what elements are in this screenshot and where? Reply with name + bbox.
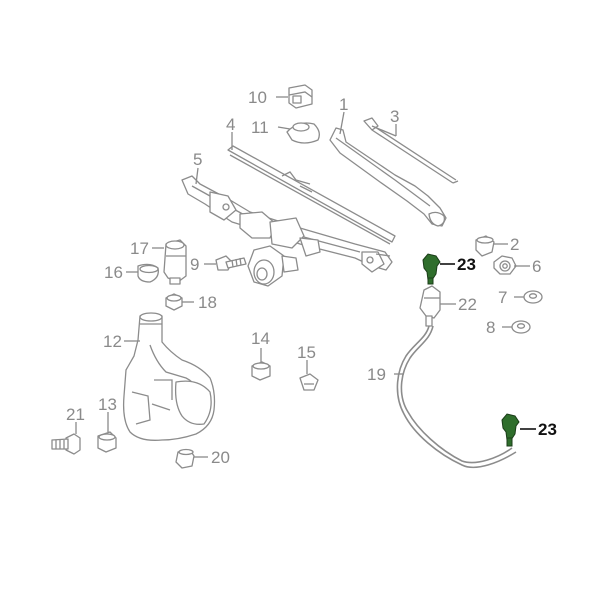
callout-19: 19 xyxy=(367,365,386,384)
part-9-bolt xyxy=(215,255,247,271)
part-12-washer-reservoir xyxy=(122,312,216,441)
callout-4: 4 xyxy=(226,115,235,134)
part-14-screw xyxy=(251,361,271,381)
callout-12: 12 xyxy=(103,332,122,351)
callout-22: 22 xyxy=(458,295,477,314)
part-6-nut xyxy=(493,255,517,275)
part-21-bolt xyxy=(51,433,81,455)
callout-11: 11 xyxy=(251,118,269,137)
part-1-wiper-arm xyxy=(329,127,447,227)
part-17-washer-pump xyxy=(163,239,187,285)
callout-18: 18 xyxy=(198,293,217,312)
callout-7: 7 xyxy=(498,288,507,307)
leader-lines xyxy=(75,96,536,458)
part-15-push-clip xyxy=(299,373,319,391)
callout-14: 14 xyxy=(251,329,270,348)
callout-23-lower: 23 xyxy=(538,420,557,439)
part-20-cap xyxy=(175,448,195,469)
callout-2: 2 xyxy=(510,235,519,254)
callout-16: 16 xyxy=(104,263,123,282)
callout-13: 13 xyxy=(98,395,117,414)
part-11-cap xyxy=(286,122,320,144)
callout-15: 15 xyxy=(297,343,316,362)
callout-9: 9 xyxy=(190,255,199,274)
part-5-wiper-linkage xyxy=(181,175,393,287)
part-2-cap xyxy=(475,235,495,257)
callout-23-upper: 23 xyxy=(457,255,476,274)
callout-3: 3 xyxy=(390,107,399,126)
callout-21: 21 xyxy=(66,405,85,424)
part-4-wiper-blade xyxy=(227,145,396,245)
part-19-hose xyxy=(396,325,517,469)
part-13-grommet xyxy=(97,431,117,453)
part-8-washer xyxy=(511,320,531,334)
part-18-plug xyxy=(165,293,183,311)
callout-5: 5 xyxy=(193,150,202,169)
part-23-washer-nozzle-lower xyxy=(501,413,520,447)
callout-8: 8 xyxy=(486,318,495,337)
callout-1: 1 xyxy=(339,95,348,114)
callout-6: 6 xyxy=(532,257,541,276)
part-7-washer xyxy=(523,290,543,304)
part-22-connector xyxy=(419,285,441,327)
callout-labels: 1 2 3 4 5 6 7 8 9 10 11 12 13 14 15 16 1… xyxy=(66,88,557,467)
part-16-grommet xyxy=(137,263,159,283)
callout-17: 17 xyxy=(130,239,149,258)
part-23-washer-nozzle-upper xyxy=(422,253,441,285)
callout-20: 20 xyxy=(211,448,230,467)
part-10-clip xyxy=(288,84,313,109)
callout-10: 10 xyxy=(248,88,267,107)
